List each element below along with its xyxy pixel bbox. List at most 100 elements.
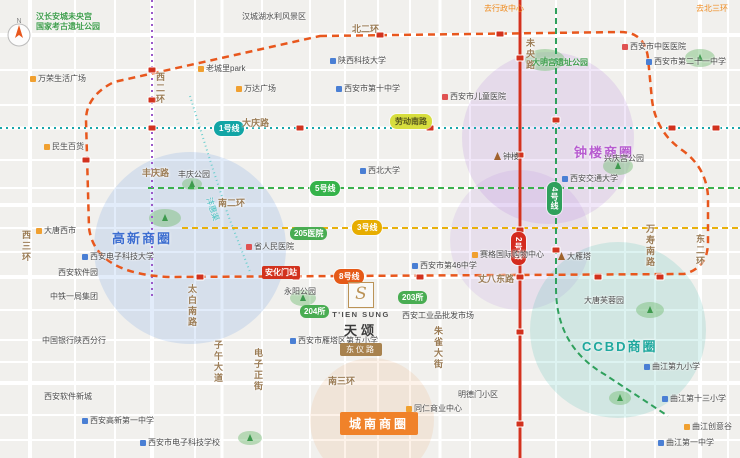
poi-label: 永阳公园 xyxy=(284,287,316,296)
metro-station xyxy=(655,273,665,281)
poi-label: 曲江第九小学 xyxy=(644,362,700,371)
mall-icon xyxy=(36,228,42,234)
hosp-icon xyxy=(442,94,448,100)
poi-label: 中铁一局集团 xyxy=(50,292,98,301)
metro-station xyxy=(515,328,525,336)
poi-label: 大雁塔 xyxy=(558,252,591,261)
poi-label: 曲江第十三小学 xyxy=(662,394,726,403)
poi-label: 民生百货 xyxy=(44,142,84,151)
direction-hint: 去北三环 xyxy=(696,4,728,13)
brand-emblem-icon: S xyxy=(348,282,374,308)
mall-icon xyxy=(406,406,412,412)
poi-label: 西安交通大学 xyxy=(562,174,618,183)
school-icon xyxy=(82,254,88,260)
tree-icon xyxy=(300,294,306,301)
mall-icon xyxy=(236,86,242,92)
tree-icon xyxy=(189,180,195,187)
hosp-icon xyxy=(622,44,628,50)
metro-line-pill: 3号线 xyxy=(352,220,383,235)
svg-text:N: N xyxy=(16,18,21,25)
brand-name-en: T'IEN SUNG xyxy=(332,310,390,319)
poi-label: 老城里park xyxy=(198,64,246,73)
compass-icon: N xyxy=(7,18,31,47)
road-label: 西二环 xyxy=(155,72,165,105)
metro-line-8号线 xyxy=(84,30,710,279)
mall-icon xyxy=(684,424,690,430)
poi-label: 曲江第一中学 xyxy=(658,438,714,447)
road-label: 北二环 xyxy=(352,24,380,34)
tree-icon xyxy=(247,434,253,441)
school-icon xyxy=(290,338,296,344)
road-label: 万寿南路 xyxy=(645,224,655,268)
poi-label: 西安市第二十一中学 xyxy=(646,57,726,66)
district-label: CCBD商圈 xyxy=(582,339,658,354)
road-label: 西三环 xyxy=(21,230,31,263)
school-icon xyxy=(658,440,664,446)
tree-icon xyxy=(617,394,623,401)
poi-label: 西安工业品批发市场 xyxy=(402,311,474,320)
metro-station xyxy=(515,151,525,159)
poi-label: 大唐西市 xyxy=(36,226,76,235)
district-label: 城南商圈 xyxy=(340,412,419,435)
poi-label: 西安市第46中学 xyxy=(412,261,477,270)
district-label: 钟楼商圈 xyxy=(574,145,635,160)
poi-label: 万达广场 xyxy=(236,84,276,93)
poi-label: 西北大学 xyxy=(360,166,400,175)
metro-station xyxy=(375,31,385,39)
poi-label: 大唐芙蓉园 xyxy=(584,296,624,305)
metro-station xyxy=(667,124,677,132)
poi-label: 汉城湖水利风景区 xyxy=(242,12,306,21)
metro-station xyxy=(711,124,721,132)
poi-label: 西安电子科技大学 xyxy=(82,252,154,261)
metro-line-pill: 4号线 xyxy=(547,182,562,216)
metro-line-pill: 1号线 xyxy=(214,121,245,136)
school-icon xyxy=(140,440,146,446)
road-label: 丰庆路 xyxy=(142,168,170,178)
metro-station xyxy=(495,30,505,38)
tree-icon xyxy=(542,56,548,63)
brand-name-zh: 天颂 xyxy=(343,323,378,338)
mall-icon xyxy=(198,66,204,72)
school-icon xyxy=(336,86,342,92)
institute-pill: 205医院 xyxy=(290,227,328,240)
road-label: 南二环 xyxy=(218,198,246,208)
poi-label: 同仁商业中心 xyxy=(406,404,462,413)
mall-icon xyxy=(30,76,36,82)
mark-icon xyxy=(494,152,501,160)
poi-label: 西安高新第一中学 xyxy=(82,416,154,425)
metro-line-4号线 xyxy=(555,8,669,417)
hosp-icon xyxy=(246,244,252,250)
metro-station xyxy=(515,273,525,281)
road-label: 南三环 xyxy=(328,376,356,386)
road-label: 东二环 xyxy=(695,234,705,267)
metro-station xyxy=(147,66,157,74)
metro-station xyxy=(515,54,525,62)
district-circle xyxy=(94,152,286,344)
school-icon xyxy=(82,418,88,424)
tree-icon xyxy=(647,306,653,313)
project-road-tag: 东仪路 xyxy=(340,343,382,356)
poi-label: 西安软件新城 xyxy=(44,392,92,401)
poi-label: 明德门小区 xyxy=(458,390,498,399)
poi-label: 西安市第十中学 xyxy=(336,84,400,93)
tree-icon xyxy=(162,214,168,221)
poi-label: 西安市雁塔区第五小学 xyxy=(290,336,378,345)
brand-monogram: S xyxy=(355,284,367,304)
metro-station xyxy=(415,273,425,281)
heritage-label: 汉长安城未央宫 国家考古遗址公园 xyxy=(36,12,100,32)
metro-line-pill: 5号线 xyxy=(310,181,341,196)
poi-label: 陕西科技大学 xyxy=(330,56,386,65)
mark-icon xyxy=(558,252,565,260)
road-label: 丈八东路 xyxy=(478,274,515,284)
school-icon xyxy=(646,59,652,65)
metro-station xyxy=(551,246,561,254)
poi-label: 西安市中医医院 xyxy=(622,42,686,51)
metro-station xyxy=(81,156,91,164)
poi-label: 钟楼 xyxy=(494,152,519,161)
metro-station-label: 安化门站 xyxy=(262,266,300,279)
school-icon xyxy=(644,364,650,370)
metro-line-pill: 劳动南路 xyxy=(390,114,432,129)
